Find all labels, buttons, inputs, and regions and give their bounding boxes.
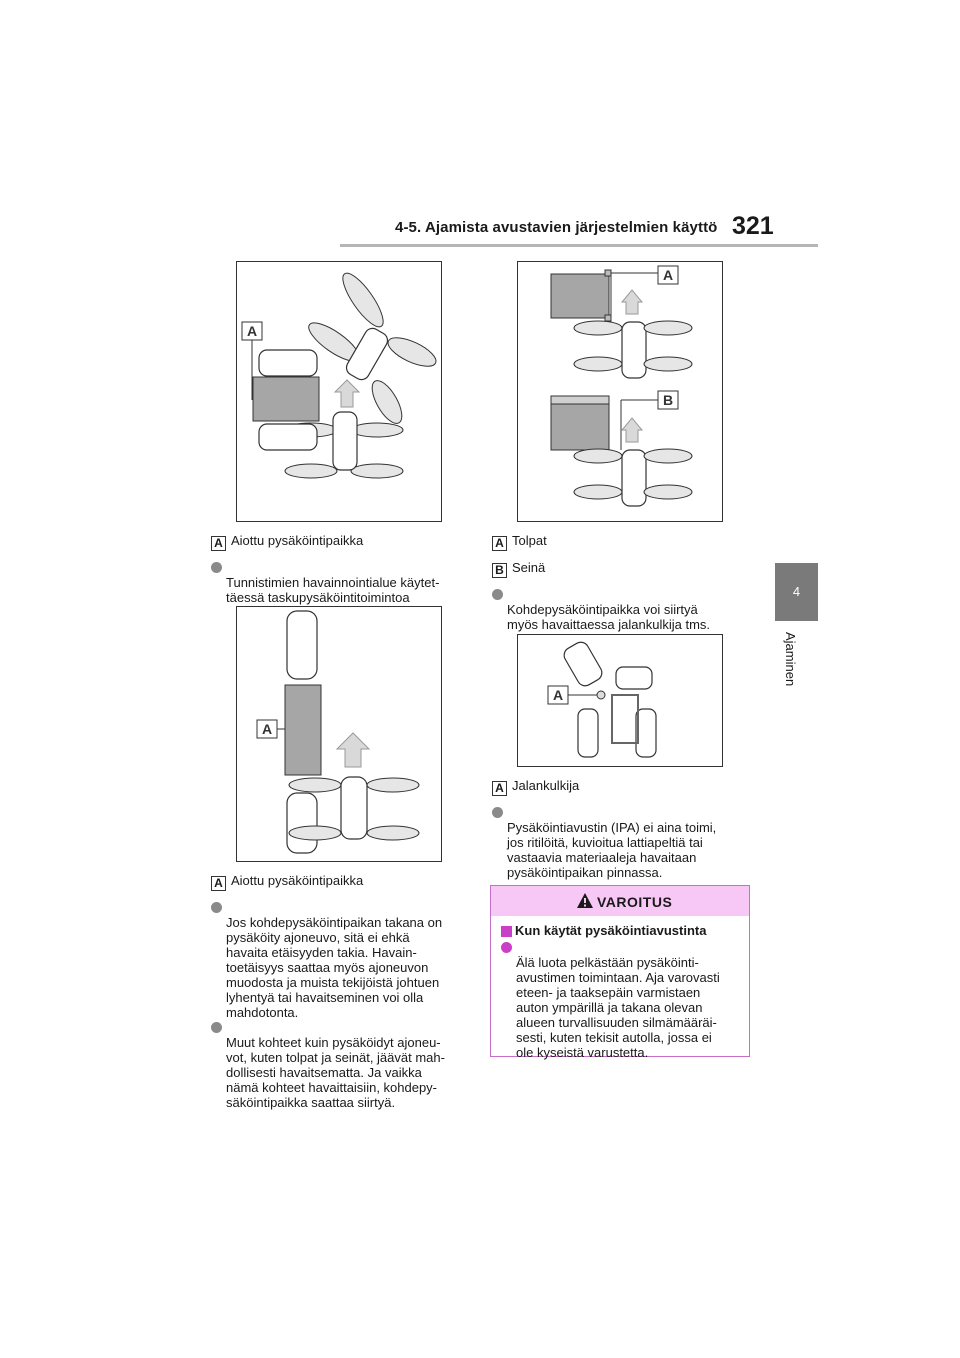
section-marker-icon <box>501 926 512 937</box>
label-badge: A <box>211 876 226 891</box>
page-number: 321 <box>732 212 774 240</box>
figure-label: B <box>663 392 673 408</box>
figure-pocket-parking-sensors: A <box>236 261 442 522</box>
warning-text: Älä luota pelkästään pysäköinti- avustim… <box>501 940 746 1060</box>
label-badge: B <box>492 563 507 578</box>
bullet-icon <box>211 562 222 573</box>
label-badge: A <box>492 536 507 551</box>
bullet-icon <box>211 902 222 913</box>
warning-triangle-icon <box>577 893 593 908</box>
header-divider <box>340 244 818 247</box>
warning-title: VAROITUS <box>597 894 673 910</box>
chapter-label: Ajaminen <box>783 632 798 687</box>
bullet-grating-surface: Pysäköintiavustin (IPA) ei aina toimi, j… <box>492 805 767 880</box>
bullet-other-objects: Muut kohteet kuin pysäköidyt ajoneu- vot… <box>211 1020 486 1110</box>
label-badge: A <box>492 781 507 796</box>
figure-label: A <box>663 267 673 283</box>
warning-subtitle: Kun käytät pysäköintiavustinta <box>515 923 707 938</box>
section-title: 4-5. Ajamista avustavien järjestelmien k… <box>395 219 718 236</box>
figure-label: A <box>247 323 257 339</box>
bullet-icon <box>211 1022 222 1033</box>
bullet-icon <box>492 589 503 600</box>
figure-poles-and-wall: A B <box>517 261 723 522</box>
figure-label: A <box>553 687 563 703</box>
bullet-icon <box>492 807 503 818</box>
warning-box: VAROITUS Kun käytät pysäköintiavustinta … <box>490 885 750 1060</box>
bullet-sensor-range: Tunnistimien havainnointialue käytet- tä… <box>211 560 486 605</box>
label-badge: A <box>211 536 226 551</box>
figure-distant-parked-vehicle: A <box>236 606 442 862</box>
bullet-distance-detection: Jos kohdepysäköintipaikan takana on pysä… <box>211 900 486 1020</box>
warning-header: VAROITUS <box>491 886 749 916</box>
chapter-tab: 4 <box>775 563 818 621</box>
bullet-icon <box>501 942 512 953</box>
bullet-pedestrian: Kohdepysäköintipaikka voi siirtyä myös h… <box>492 587 767 632</box>
figure-pedestrian-detection: A <box>517 634 723 767</box>
figure-label: A <box>262 721 272 737</box>
